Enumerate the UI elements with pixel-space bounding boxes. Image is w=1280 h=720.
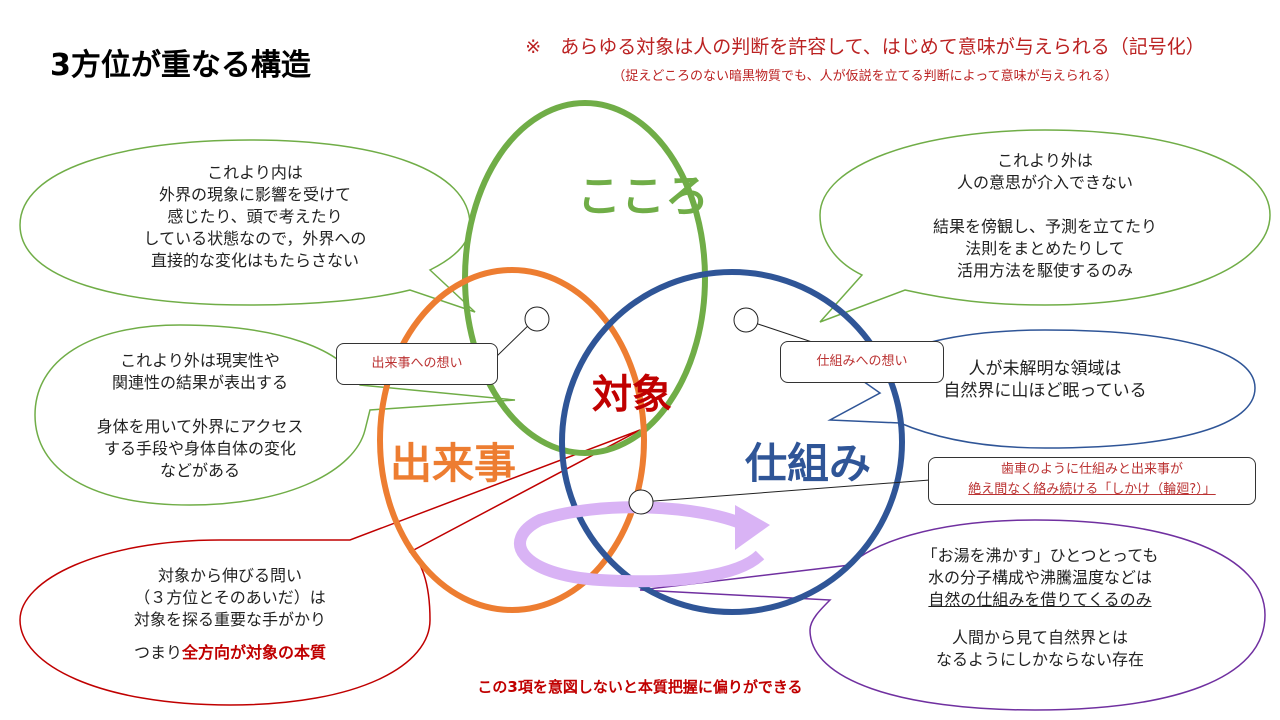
cycle-arrowhead	[735, 505, 770, 550]
shikumi-omoi-label: 仕組みへの想い	[780, 341, 944, 383]
marker-gear	[628, 489, 654, 515]
yu-line5: なるようにしかならない存在	[935, 650, 1144, 669]
bubble-kokoro-inner	[19, 139, 476, 313]
gear-label-line2: 絶え間なく絡み続ける「しかけ（輪廻?）」	[968, 482, 1216, 497]
gear-label-line1: 歯車のように仕組みと出来事が	[1000, 462, 1183, 477]
taisho-prefix: つまり	[133, 643, 182, 662]
footer-note: この3項を意図しないと本質把握に偏りができる	[477, 678, 803, 696]
label-shikumi: 仕組み	[745, 439, 872, 488]
bubble-taisho	[19, 429, 641, 706]
page-title: 3方位が重なる構造	[50, 48, 311, 83]
marker-shikumi	[733, 307, 759, 333]
bubble-kokoro-outer	[819, 129, 1271, 323]
label-dekigoto: 出来事	[390, 439, 517, 488]
yu-line4: 人間から見て自然界とは	[951, 628, 1128, 647]
marker-dekigoto	[524, 306, 550, 332]
note-sub: （捉えどころのない暗黒物質でも、人が仮説を立てる判断によって意味が与えられる）	[612, 69, 1118, 84]
note-main: ※ あらゆる対象は人の判断を許容して、はじめて意味が与えられる（記号化）	[525, 36, 1205, 58]
yu-line1: 「お湯を沸かす」ひとつとっても	[921, 546, 1159, 565]
yu-line3: 自然の仕組みを借りてくるのみ	[928, 590, 1152, 609]
bubble-shikumi-text: 人が未解明な領域は 自然界に山ほど眠っている	[943, 359, 1147, 401]
bubble-taisho-text: 対象から伸びる問い （３方位とそのあいだ）は 対象を探る重要な手がかり	[133, 566, 326, 629]
yu-line2: 水の分子構成や沸騰温度などは	[927, 568, 1152, 587]
bubble-yu-text: 「お湯を沸かす」ひとつとっても 水の分子構成や沸騰温度などは 自然の仕組みを借り…	[850, 545, 1230, 671]
bubble-taisho-conclusion: つまり全方向が対象の本質	[60, 642, 400, 664]
circle-dekigoto	[377, 267, 647, 613]
bubble-kokoro-inner-text: これより内は 外界の現象に影響を受けて 感じたり、頭で考えたり している状態なの…	[143, 163, 367, 270]
circle-shikumi	[559, 269, 905, 615]
label-kokoro: こころ	[577, 171, 709, 222]
bubble-dekigoto-text: これより外は現実性や 関連性の結果が表出する 身体を用いて外界にアクセス する手…	[96, 351, 304, 480]
gear-label: 歯車のように仕組みと出来事が 絶え間なく絡み続ける「しかけ（輪廻?）」	[928, 457, 1256, 505]
dekigoto-omoi-label: 出来事への想い	[336, 343, 498, 385]
bubble-kokoro-outer-text: これより外は 人の意思が介入できない 結果を傍観し、予測を立てたり 法則をまとめ…	[932, 151, 1157, 280]
cycle-arrow	[514, 501, 765, 588]
label-taisho: 対象	[592, 372, 672, 418]
taisho-emphasis: 全方向が対象の本質	[182, 643, 327, 662]
